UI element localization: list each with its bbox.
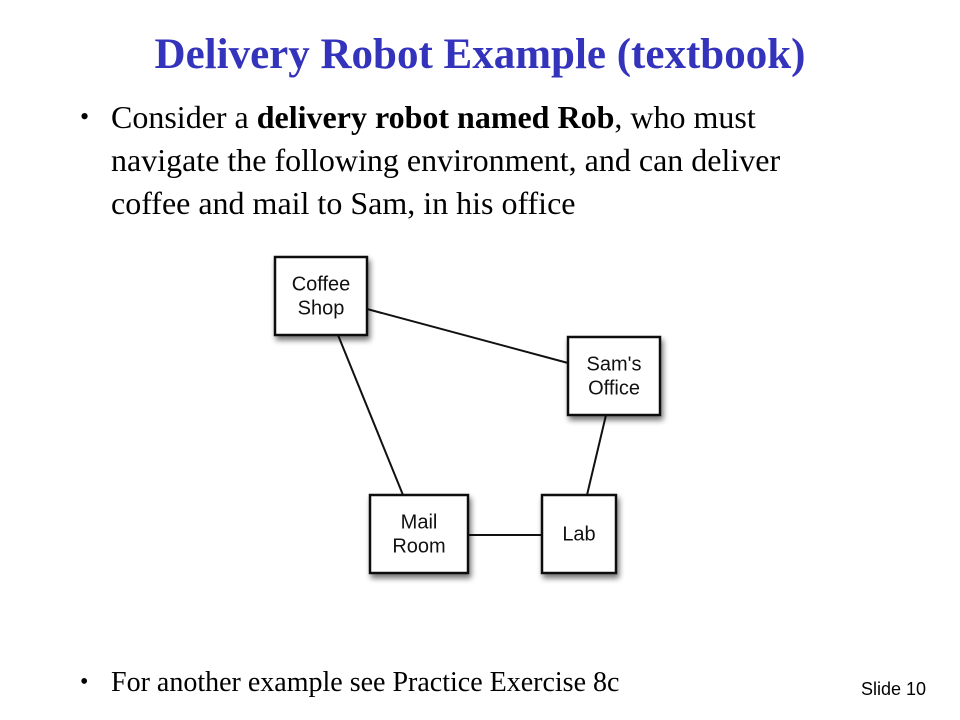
node-box-mail-room xyxy=(368,493,470,575)
bullet-marker-1: • xyxy=(80,102,90,131)
bullet-marker-2: • xyxy=(80,669,89,695)
node-label-lab-1: Lab xyxy=(562,524,595,546)
bullet-1-line-3: coffee and mail to Sam, in his office xyxy=(111,182,780,225)
bullet-text-1: Consider a delivery robot named Rob, who… xyxy=(111,96,780,225)
node-label-sams-office-1: Sam's xyxy=(587,354,642,376)
bullet-text-2: For another example see Practice Exercis… xyxy=(111,667,620,698)
slide-title: Delivery Robot Example (textbook) xyxy=(154,31,806,78)
edge-coffee-shop-to-mail-room xyxy=(337,334,404,496)
node-label-mail-room-2: Room xyxy=(392,536,445,558)
edge-coffee-shop-to-sams-office xyxy=(366,308,569,364)
bullet-1-line-2: navigate the following environment, and … xyxy=(111,139,780,182)
diagram-edges xyxy=(337,308,607,536)
bullet-1-line-3-seg-1: coffee and mail to Sam, in his office xyxy=(111,185,576,221)
bullet-1-line-2-seg-1: navigate the following environment, and … xyxy=(111,142,781,178)
node-box-coffee-shop xyxy=(273,255,369,337)
node-label-sams-office-2: Office xyxy=(588,378,640,400)
slide-number: Slide 10 xyxy=(860,679,926,699)
bullet-1-line-1-seg-3: , who must xyxy=(614,99,756,135)
node-lab: Lab xyxy=(540,493,618,575)
bullet-1-line-1-seg-2: delivery robot named Rob xyxy=(256,99,615,135)
node-label-mail-room-1: Mail xyxy=(401,512,438,534)
bullet-1-line-1-seg-1: Consider a xyxy=(111,99,257,135)
edge-sams-office-to-lab xyxy=(586,414,607,496)
node-label-coffee-shop-1: Coffee xyxy=(292,274,351,296)
node-box-sams-office xyxy=(566,335,662,417)
bullet-1-line-1: Consider a delivery robot named Rob, who… xyxy=(111,96,780,139)
node-label-coffee-shop-2: Shop xyxy=(298,298,345,320)
node-box-lab xyxy=(540,493,618,575)
